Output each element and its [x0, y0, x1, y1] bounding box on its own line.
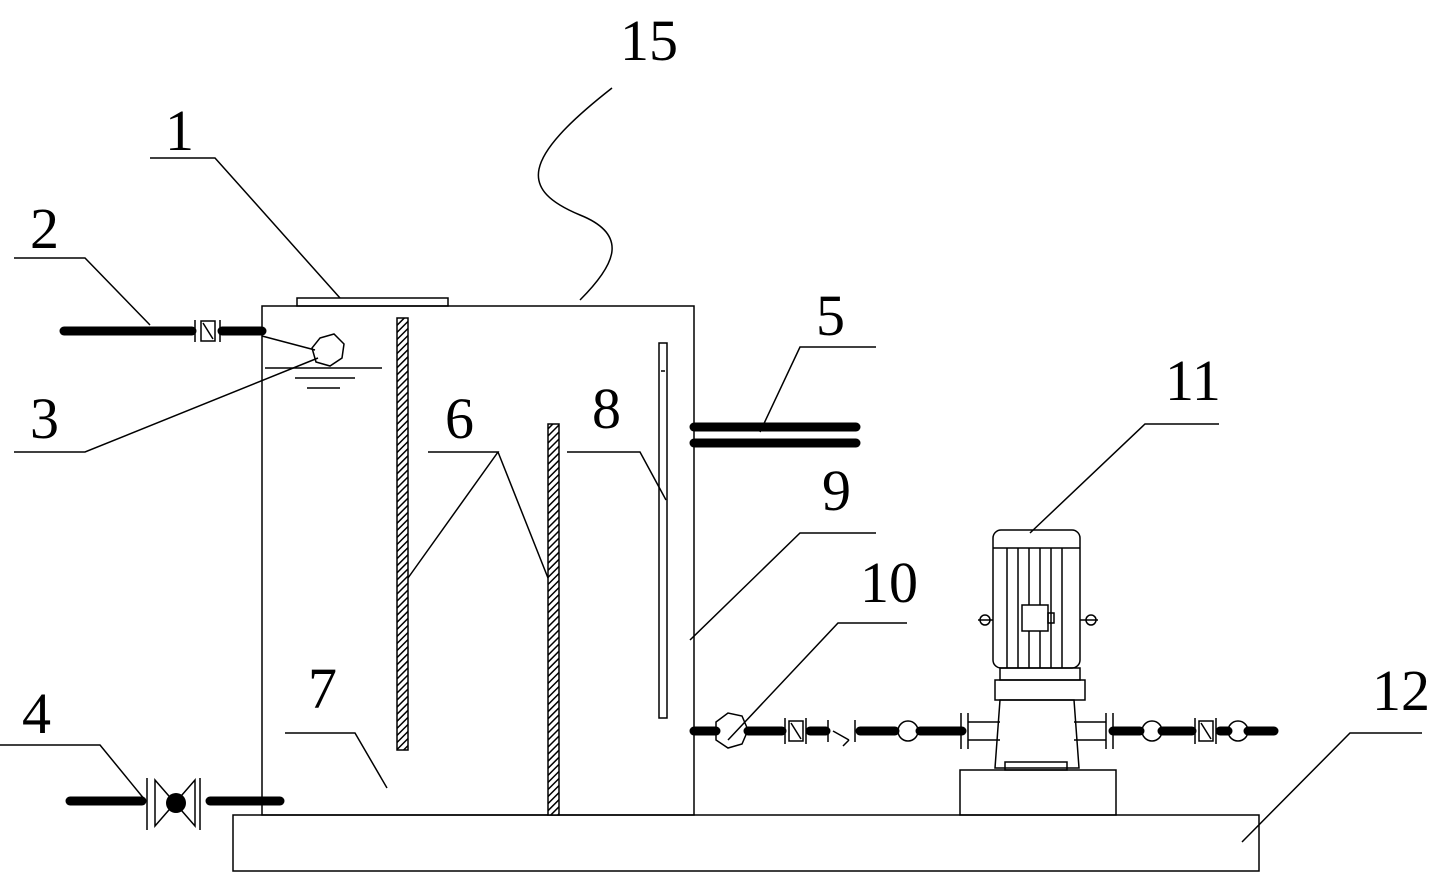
leader-7 [285, 732, 388, 789]
leader-6a [407, 451, 500, 579]
tank-body [261, 305, 695, 816]
base-plate [232, 814, 1260, 872]
leader-3 [14, 357, 319, 453]
leader-2 [14, 257, 151, 326]
label-9: 9 [822, 458, 851, 523]
leader-11 [1029, 423, 1219, 534]
label-6: 6 [445, 386, 474, 451]
label-10: 10 [860, 550, 918, 615]
label-1: 1 [165, 98, 194, 163]
drain-pipe [65, 777, 285, 830]
leader-10 [727, 622, 907, 741]
label-7: 7 [308, 656, 337, 721]
leader-lines [0, 87, 1422, 843]
tank-lid [296, 297, 449, 307]
leader-1 [150, 157, 341, 299]
float-valve [261, 333, 382, 389]
leader-15 [537, 87, 613, 301]
label-11: 11 [1165, 348, 1221, 413]
baffle-left [396, 317, 409, 751]
label-8: 8 [592, 376, 621, 441]
label-3: 3 [30, 386, 59, 451]
leader-4 [0, 744, 146, 801]
inlet-pipe [59, 320, 267, 342]
label-5: 5 [816, 283, 845, 348]
leader-9 [689, 532, 876, 641]
leader-8 [567, 451, 667, 501]
label-2: 2 [30, 196, 59, 261]
baffle-right [547, 423, 560, 816]
label-15: 15 [620, 8, 678, 73]
outlet-line [1108, 718, 1279, 744]
label-12: 12 [1372, 658, 1430, 723]
label-4: 4 [22, 681, 51, 746]
pump-motor [959, 529, 1117, 816]
discharge-line [689, 712, 967, 749]
leader-12 [1241, 732, 1422, 843]
level-gauge [658, 342, 668, 719]
overflow-pipe [689, 422, 861, 448]
leader-5 [759, 346, 876, 433]
leader-6b [497, 451, 549, 579]
